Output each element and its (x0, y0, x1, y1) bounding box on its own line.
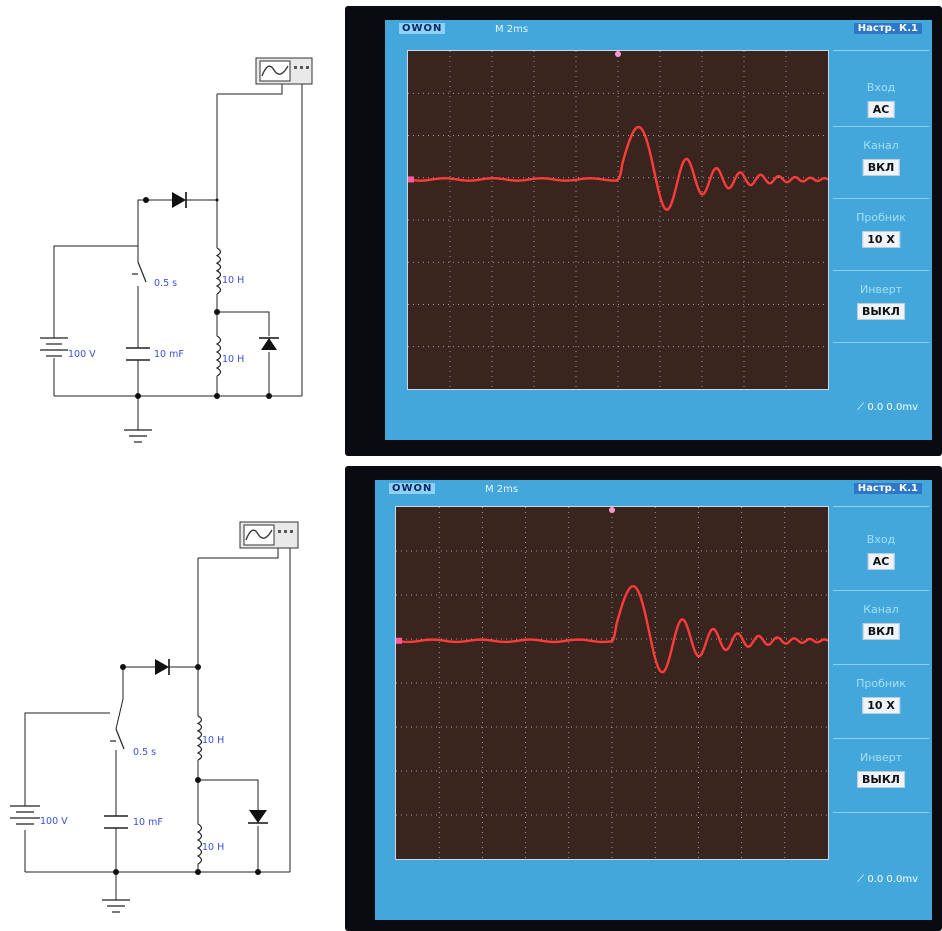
menu-invert-value: ВЫКЛ (857, 303, 905, 320)
switch-label: 0.5 s (133, 747, 156, 758)
capacitor-label: 10 mF (133, 817, 163, 828)
battery-icon (40, 337, 68, 357)
scope-grid (396, 507, 828, 859)
switch-label: 0.5 s (154, 278, 177, 289)
menu-input: Вход AC (833, 506, 929, 587)
oscilloscope-photo-1: OWON M 2ms Настр. К.1 Вход AC Канал ВКЛ … (345, 6, 942, 456)
scope-side-menu: Вход AC Канал ВКЛ Пробник 10 X Инверт ВЫ… (833, 50, 929, 388)
menu-input-value: AC (867, 101, 895, 118)
capacitor-icon (126, 347, 150, 361)
scope-waveform-area (394, 506, 829, 860)
switch-icon (132, 261, 147, 283)
menu-invert: Инверт ВЫКЛ (833, 270, 929, 339)
inductor-icon (215, 335, 222, 377)
scope-side-menu: Вход AC Канал ВКЛ Пробник 10 X Инверт ВЫ… (833, 506, 929, 858)
ground-icon (124, 429, 152, 443)
menu-input: Вход AC (833, 50, 929, 123)
diode-icon (172, 192, 187, 208)
oscilloscope-icon (255, 57, 313, 85)
menu-invert: Инверт ВЫКЛ (833, 738, 929, 809)
menu-probe-value: 10 X (862, 697, 900, 714)
menu-probe-value: 10 X (862, 231, 900, 248)
scope-waveform (406, 51, 829, 389)
capacitor-icon (104, 815, 128, 829)
circuit-diagram-1: 100 V 0.5 s 10 mF 10 H 10 H (40, 57, 313, 443)
waveform-trace (395, 584, 829, 674)
battery-icon (10, 805, 40, 825)
trigger-marker (615, 51, 621, 57)
menu-channel: Канал ВКЛ (833, 590, 929, 661)
oscilloscope-icon (239, 521, 299, 549)
trigger-marker (609, 507, 615, 513)
source-label: 100 V (68, 349, 96, 360)
scope-grid (408, 51, 828, 389)
menu-probe: Пробник 10 X (833, 664, 929, 735)
scope-brand: OWON (399, 23, 446, 34)
channel-marker (394, 637, 402, 644)
scope-waveform (394, 507, 829, 859)
scope-menu-header: Настр. К.1 (853, 483, 922, 494)
circuit-diagram-2: 100 V 0.5 s 10 mF 10 H 10 H (10, 521, 299, 913)
source-label: 100 V (40, 816, 68, 827)
inductor-top-label: 10 H (202, 735, 224, 746)
menu-invert-value: ВЫКЛ (857, 771, 905, 788)
menu-channel-value: ВКЛ (862, 623, 900, 640)
inductor-bottom-label: 10 H (202, 842, 224, 853)
scope-brand: OWON (389, 483, 436, 494)
inductor-icon (196, 715, 203, 761)
scope-status-bar: ⟋ 0.0 0.0mv (385, 400, 932, 418)
scope-timebase: M 2ms (495, 24, 529, 35)
scope-waveform-area (406, 50, 829, 390)
diode-icon (259, 337, 279, 350)
scope-screen: OWON M 2ms Настр. К.1 Вход AC Канал ВКЛ … (375, 480, 932, 920)
switch-icon (110, 728, 125, 750)
menu-channel: Канал ВКЛ (833, 126, 929, 195)
scope-trigger-level: ⟋ 0.0 0.0mv (857, 874, 918, 885)
channel-marker (406, 176, 414, 183)
menu-channel-value: ВКЛ (862, 159, 900, 176)
diode-icon (155, 659, 170, 675)
scope-timebase: M 2ms (485, 484, 519, 495)
menu-input-value: AC (867, 553, 895, 570)
diode-icon (248, 810, 268, 824)
inductor-bottom-label: 10 H (222, 354, 244, 365)
inductor-icon (215, 247, 222, 295)
ground-icon (102, 899, 130, 913)
capacitor-label: 10 mF (154, 349, 184, 360)
waveform-trace (407, 125, 829, 211)
scope-trigger-level: ⟋ 0.0 0.0mv (857, 402, 918, 413)
scope-screen: OWON M 2ms Настр. К.1 Вход AC Канал ВКЛ … (385, 20, 932, 440)
inductor-icon (196, 823, 203, 865)
menu-probe: Пробник 10 X (833, 198, 929, 267)
scope-status-bar: ⟋ 0.0 0.0mv (375, 872, 932, 890)
scope-menu-header: Настр. К.1 (853, 23, 922, 34)
inductor-top-label: 10 H (222, 275, 244, 286)
oscilloscope-photo-2: OWON M 2ms Настр. К.1 Вход AC Канал ВКЛ … (345, 466, 942, 931)
